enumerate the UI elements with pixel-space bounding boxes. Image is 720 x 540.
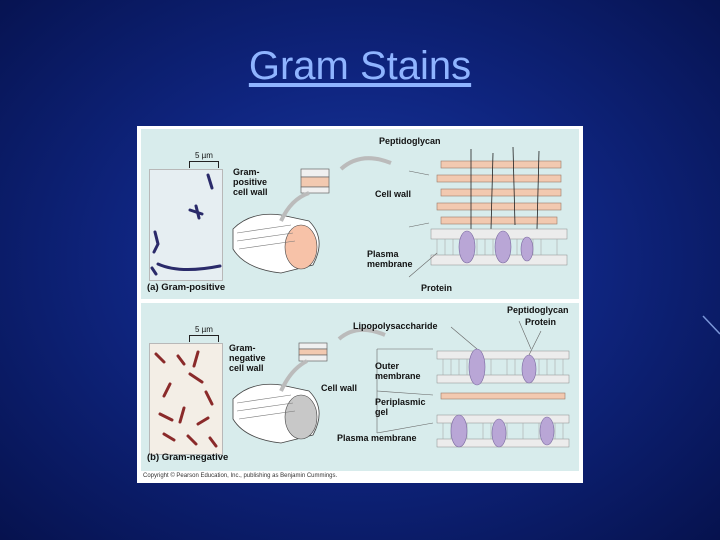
gram-negative-panel: 5 µm Gram- negative cell wall <box>141 303 579 471</box>
protein-label: Protein <box>421 283 453 293</box>
scale-bar <box>189 161 219 168</box>
protein-label: Protein <box>525 317 557 327</box>
gram-positive-wall-label-2: positive <box>233 177 268 187</box>
plasma-membrane-label: Plasma membrane <box>337 433 417 443</box>
outer-membrane-label-1: Outer <box>375 361 400 371</box>
cell-wall-label: Cell wall <box>321 383 358 393</box>
outer-membrane-label-2: membrane <box>375 371 421 381</box>
scale-label: 5 µm <box>195 151 213 160</box>
gram-positive-micrograph <box>149 169 223 281</box>
gram-negative-diagram <box>232 320 570 448</box>
periplasmic-gel-label-2: gel <box>375 407 389 417</box>
gram-negative-micrograph <box>149 343 223 455</box>
plasma-membrane-label-2: membrane <box>367 259 413 269</box>
gram-stain-figure: 5 µm Gram- positive cell wall <box>137 126 583 483</box>
scale-bar <box>189 335 219 342</box>
gram-positive-diagram <box>232 146 568 278</box>
slide-title: Gram Stains <box>248 44 472 88</box>
scale-label: 5 µm <box>195 325 213 334</box>
gram-negative-wall-label-3: cell wall <box>229 363 264 373</box>
cell-wall-label: Cell wall <box>375 189 412 199</box>
gram-negative-wall-label-2: negative <box>229 353 266 363</box>
peptidoglycan-label: Peptidoglycan <box>379 136 441 146</box>
gram-positive-caption: (a) Gram-positive <box>147 282 226 293</box>
lipopolysaccharide-label: Lipopolysaccharide <box>353 321 438 331</box>
gram-positive-wall-label-3: cell wall <box>233 187 268 197</box>
periplasmic-gel-label-1: Periplasmic <box>375 397 426 407</box>
gram-positive-wall-label-1: Gram- <box>233 167 260 177</box>
gram-negative-caption: (b) Gram-negative <box>147 452 229 463</box>
peptidoglycan-label: Peptidoglycan <box>507 305 569 315</box>
copyright-text: Copyright © Pearson Education, Inc., pub… <box>143 473 338 479</box>
gram-positive-panel: 5 µm Gram- positive cell wall <box>141 129 579 299</box>
plasma-membrane-label-1: Plasma <box>367 249 399 259</box>
gram-negative-wall-label-1: Gram- <box>229 343 256 353</box>
